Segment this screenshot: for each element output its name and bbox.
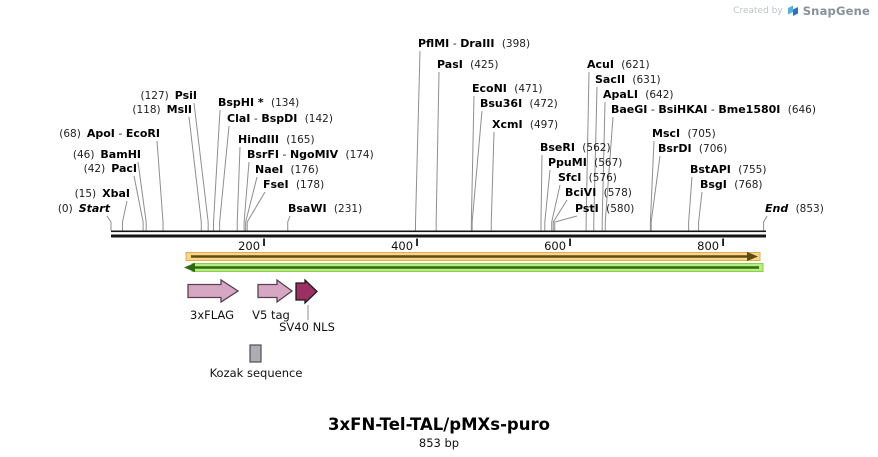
- feature-sv40-nls-label[interactable]: SV40 NLS: [279, 320, 335, 334]
- leader-line: [287, 215, 291, 231]
- axis-tick-label: 800: [697, 239, 719, 253]
- leader-line: [585, 71, 590, 231]
- site-label-econi[interactable]: EcoNI (471): [472, 82, 542, 95]
- site-label-fsei[interactable]: FseI (178): [263, 178, 324, 191]
- leader-line: [471, 110, 483, 231]
- site-label-xcmi[interactable]: XcmI (497): [492, 118, 558, 131]
- leader-line: [236, 146, 241, 231]
- leader-line: [593, 86, 598, 231]
- sequence-line-top: [111, 230, 766, 233]
- map-length-label: 853 bp: [419, 436, 459, 450]
- site-label-bstapi[interactable]: BstAPI (755): [690, 163, 766, 176]
- leader-line: [188, 116, 202, 231]
- site-label-bsphi[interactable]: BspHI * (134): [218, 96, 299, 109]
- leader-line: [552, 199, 568, 231]
- leader-line: [649, 140, 655, 231]
- site-label-sfci[interactable]: SfcI (576): [558, 171, 617, 184]
- leader-line: [213, 109, 221, 231]
- site-label-clai[interactable]: ClaI - BspDI (142): [227, 112, 333, 125]
- site-label-baegi[interactable]: BaeGI - BsiHKAI - Bme1580I (646): [611, 103, 816, 116]
- reverse-strand-arrow-head: [184, 262, 195, 273]
- feature-sv40-nls-arrow[interactable]: [295, 278, 318, 305]
- leader-line: [544, 169, 551, 231]
- axis-tick-label: 400: [391, 239, 413, 253]
- site-label-psii[interactable]: (127)PsiI: [140, 89, 197, 102]
- feature-v5-tag-arrow[interactable]: [257, 278, 294, 304]
- snapgene-credit: Created by SnapGene: [733, 4, 870, 18]
- site-label-pflmi[interactable]: PflMI - DraIII (398): [418, 37, 530, 50]
- forward-strand-arrow-head: [747, 251, 758, 262]
- leader-line: [106, 215, 112, 231]
- reverse-strand-arrow[interactable]: [184, 262, 764, 273]
- leader-line: [219, 125, 230, 231]
- axis-tick-label: 600: [544, 239, 566, 253]
- leader-line: [435, 71, 440, 231]
- site-label-hindiii[interactable]: HindIII (165): [238, 133, 315, 146]
- created-by-label: Created by: [733, 6, 783, 16]
- leader-line: [554, 215, 578, 231]
- feature-3xflag-arrow[interactable]: [187, 278, 240, 304]
- leader-line: [415, 50, 421, 231]
- feature-kozak-sequence-label[interactable]: Kozak sequence: [210, 366, 303, 380]
- sequence-line-bottom: [111, 234, 766, 238]
- site-label-start[interactable]: (0)Start: [58, 202, 111, 215]
- leader-line: [604, 116, 614, 231]
- site-label-bamhi[interactable]: (46)BamHI: [73, 148, 141, 161]
- leader-line: [540, 154, 543, 231]
- site-label-bsawi[interactable]: BsaWI (231): [288, 202, 362, 215]
- leader-line: [698, 191, 703, 231]
- leader-line: [490, 131, 495, 231]
- site-label-pasi[interactable]: PasI (425): [437, 58, 498, 71]
- site-label-end[interactable]: End (853): [765, 202, 824, 215]
- site-label-msci[interactable]: MscI (705): [652, 127, 716, 140]
- site-label-apoi[interactable]: (68)ApoI - EcoRI: [59, 127, 160, 140]
- leader-line: [121, 200, 128, 231]
- leader-line: [246, 191, 266, 231]
- leader-line: [601, 101, 606, 231]
- feature-kozak-sequence[interactable]: Kozak sequence: [210, 344, 303, 380]
- leader-line: [243, 161, 250, 231]
- site-label-msli[interactable]: (118)MslI: [132, 103, 192, 116]
- feature-v5-tag[interactable]: V5 tag: [252, 278, 294, 322]
- feature-3xflag[interactable]: 3xFLAG: [187, 278, 240, 322]
- leader-line: [688, 176, 693, 231]
- leader-line: [156, 140, 164, 231]
- feature-3xflag-label[interactable]: 3xFLAG: [190, 308, 234, 322]
- site-label-xbai[interactable]: (15)XbaI: [75, 187, 130, 200]
- leader-line: [245, 176, 258, 231]
- leader-line: [650, 155, 661, 231]
- feature-v5-tag-label[interactable]: V5 tag: [252, 308, 290, 322]
- leader-line: [133, 175, 144, 231]
- site-label-sacii[interactable]: SacII (631): [595, 73, 661, 86]
- map-title: 3xFN-Tel-TAL/pMXs-puro: [328, 415, 550, 434]
- site-label-acui[interactable]: AcuI (621): [587, 58, 650, 71]
- site-label-bsrfi[interactable]: BsrFI - NgoMIV (174): [247, 148, 374, 161]
- feature-sv40-nls[interactable]: SV40 NLS: [279, 278, 335, 334]
- site-label-bcivi[interactable]: BciVI (578): [565, 186, 632, 199]
- leader-line: [551, 184, 561, 231]
- feature-kozak-sequence-box[interactable]: [249, 344, 262, 363]
- forward-strand-arrow[interactable]: [185, 251, 761, 262]
- leader-line: [137, 161, 147, 231]
- site-label-bsgi[interactable]: BsgI (768): [700, 178, 762, 191]
- leader-line: [470, 95, 475, 231]
- leader-line: [193, 102, 209, 231]
- site-label-bsrdi[interactable]: BsrDI (706): [658, 142, 727, 155]
- axis-tick-label: 200: [238, 239, 260, 253]
- site-label-psti[interactable]: PstI (580): [575, 202, 634, 215]
- site-label-ppumi[interactable]: PpuMI (567): [548, 156, 622, 169]
- site-label-naei[interactable]: NaeI (176): [255, 163, 319, 176]
- snapgene-brand-label: SnapGene: [802, 4, 870, 18]
- site-label-bsu36i[interactable]: Bsu36I (472): [480, 97, 558, 110]
- site-label-apali[interactable]: ApaLI (642): [603, 88, 674, 101]
- site-label-paci[interactable]: (42)PacI: [84, 162, 137, 175]
- leader-line: [763, 215, 768, 231]
- snapgene-logo-icon: [787, 5, 798, 16]
- site-label-bseri[interactable]: BseRI (562): [540, 141, 611, 154]
